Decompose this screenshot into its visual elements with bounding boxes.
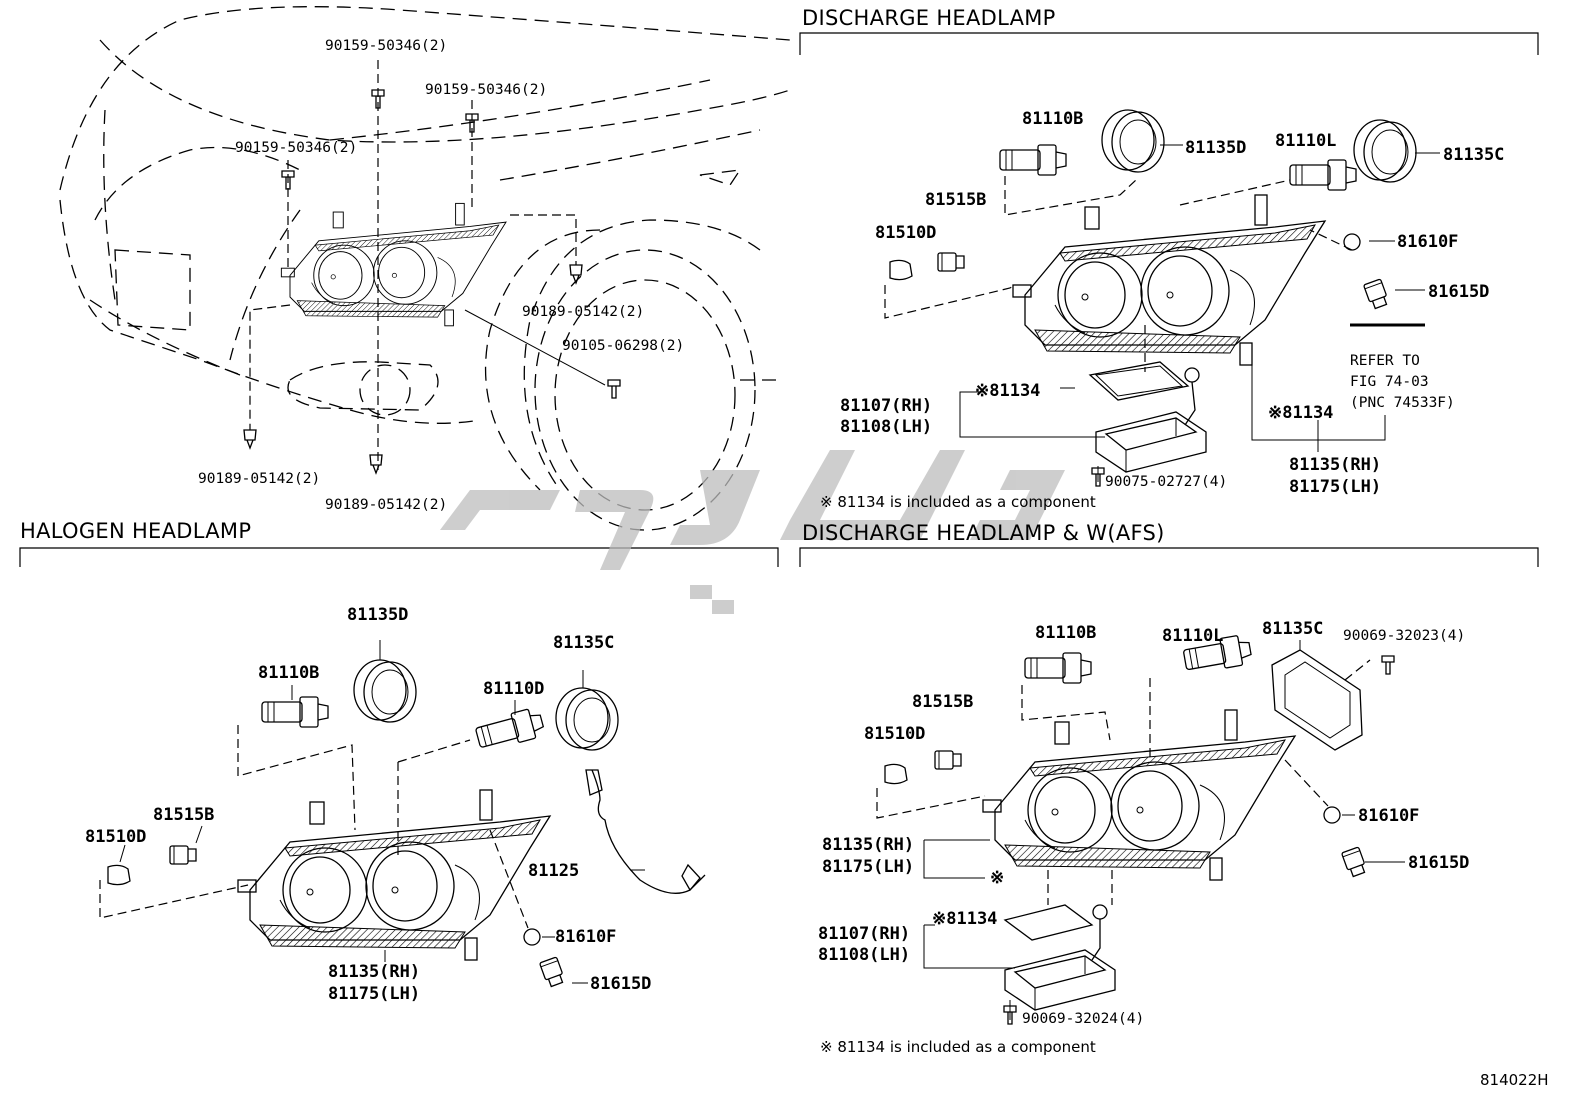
part-label: 81515B	[912, 692, 973, 712]
part-label: 81135C	[1443, 145, 1504, 165]
afs-title: DISCHARGE HEADLAMP & W(AFS)	[802, 521, 1165, 545]
part-label: 81615D	[1408, 853, 1469, 873]
overview-fasteners	[243, 60, 621, 474]
part-label: ※81134	[975, 381, 1040, 401]
refer-text: FIG 74-03	[1350, 374, 1429, 390]
part-label: 81615D	[590, 974, 651, 994]
part-label: 81107(RH)	[818, 924, 910, 944]
part-label: 81135C	[553, 633, 614, 653]
part-label: 81610F	[1358, 806, 1419, 826]
part-label: 81175(LH)	[328, 984, 420, 1004]
refer-text: (PNC 74533F)	[1350, 395, 1455, 411]
part-label: 81108(LH)	[840, 417, 932, 437]
afs-headlamp-section	[799, 547, 1539, 1025]
overview-label: 90159-50346(2)	[235, 140, 357, 156]
halogen-headlamp-section	[19, 547, 779, 989]
part-label: 81135(RH)	[1289, 455, 1381, 475]
part-label: 90075-02727(4)	[1105, 474, 1227, 490]
part-label: 81107(RH)	[840, 396, 932, 416]
part-label: ※81134	[932, 909, 997, 929]
part-label: 81610F	[555, 927, 616, 947]
part-label: 81510D	[85, 827, 146, 847]
overview-label: 90189-05142(2)	[325, 497, 447, 513]
part-label: 81515B	[153, 805, 214, 825]
halogen-title: HALOGEN HEADLAMP	[20, 519, 251, 543]
overview-label: 90159-50346(2)	[325, 38, 447, 54]
discharge-title: DISCHARGE HEADLAMP	[802, 6, 1056, 30]
part-label: 81110L	[1162, 626, 1223, 646]
part-label: 81135(RH)	[822, 835, 914, 855]
part-label: 81510D	[875, 223, 936, 243]
discharge-note: ※ 81134 is included as a component	[820, 493, 1096, 511]
part-label: 81610F	[1397, 232, 1458, 252]
part-label: 81125	[528, 861, 579, 881]
part-label: 81110B	[1022, 109, 1083, 129]
part-label: 81175(LH)	[822, 857, 914, 877]
discharge-headlamp-section	[799, 32, 1539, 487]
part-label: 81135D	[1185, 138, 1246, 158]
part-label: 81510D	[864, 724, 925, 744]
part-label: 81110B	[1035, 623, 1096, 643]
part-label: 81135(RH)	[328, 962, 420, 982]
refer-text: REFER TO	[1350, 353, 1420, 369]
part-label: 81615D	[1428, 282, 1489, 302]
part-label: 81110B	[258, 663, 319, 683]
part-label: 81175(LH)	[1289, 477, 1381, 497]
part-label: 81108(LH)	[818, 945, 910, 965]
overview-label: 90159-50346(2)	[425, 82, 547, 98]
part-label: 81135C	[1262, 619, 1323, 639]
figure-number: 814022H	[1480, 1071, 1549, 1089]
part-label: 81110L	[1275, 131, 1336, 151]
part-label: ※81134	[1268, 403, 1333, 423]
afs-note: ※ 81134 is included as a component	[820, 1038, 1096, 1056]
part-label: 81515B	[925, 190, 986, 210]
overview-label: 90189-05142(2)	[198, 471, 320, 487]
part-label: ※	[990, 868, 1004, 888]
part-label: 81135D	[347, 605, 408, 625]
watermark	[440, 450, 1065, 614]
overview-label: 90105-06298(2)	[562, 338, 684, 354]
part-label: 90069-32024(4)	[1022, 1011, 1144, 1027]
overview-label: 90189-05142(2)	[522, 304, 644, 320]
car-front-overview	[59, 6, 791, 531]
part-label: 81110D	[483, 679, 544, 699]
part-label: 90069-32023(4)	[1343, 628, 1465, 644]
